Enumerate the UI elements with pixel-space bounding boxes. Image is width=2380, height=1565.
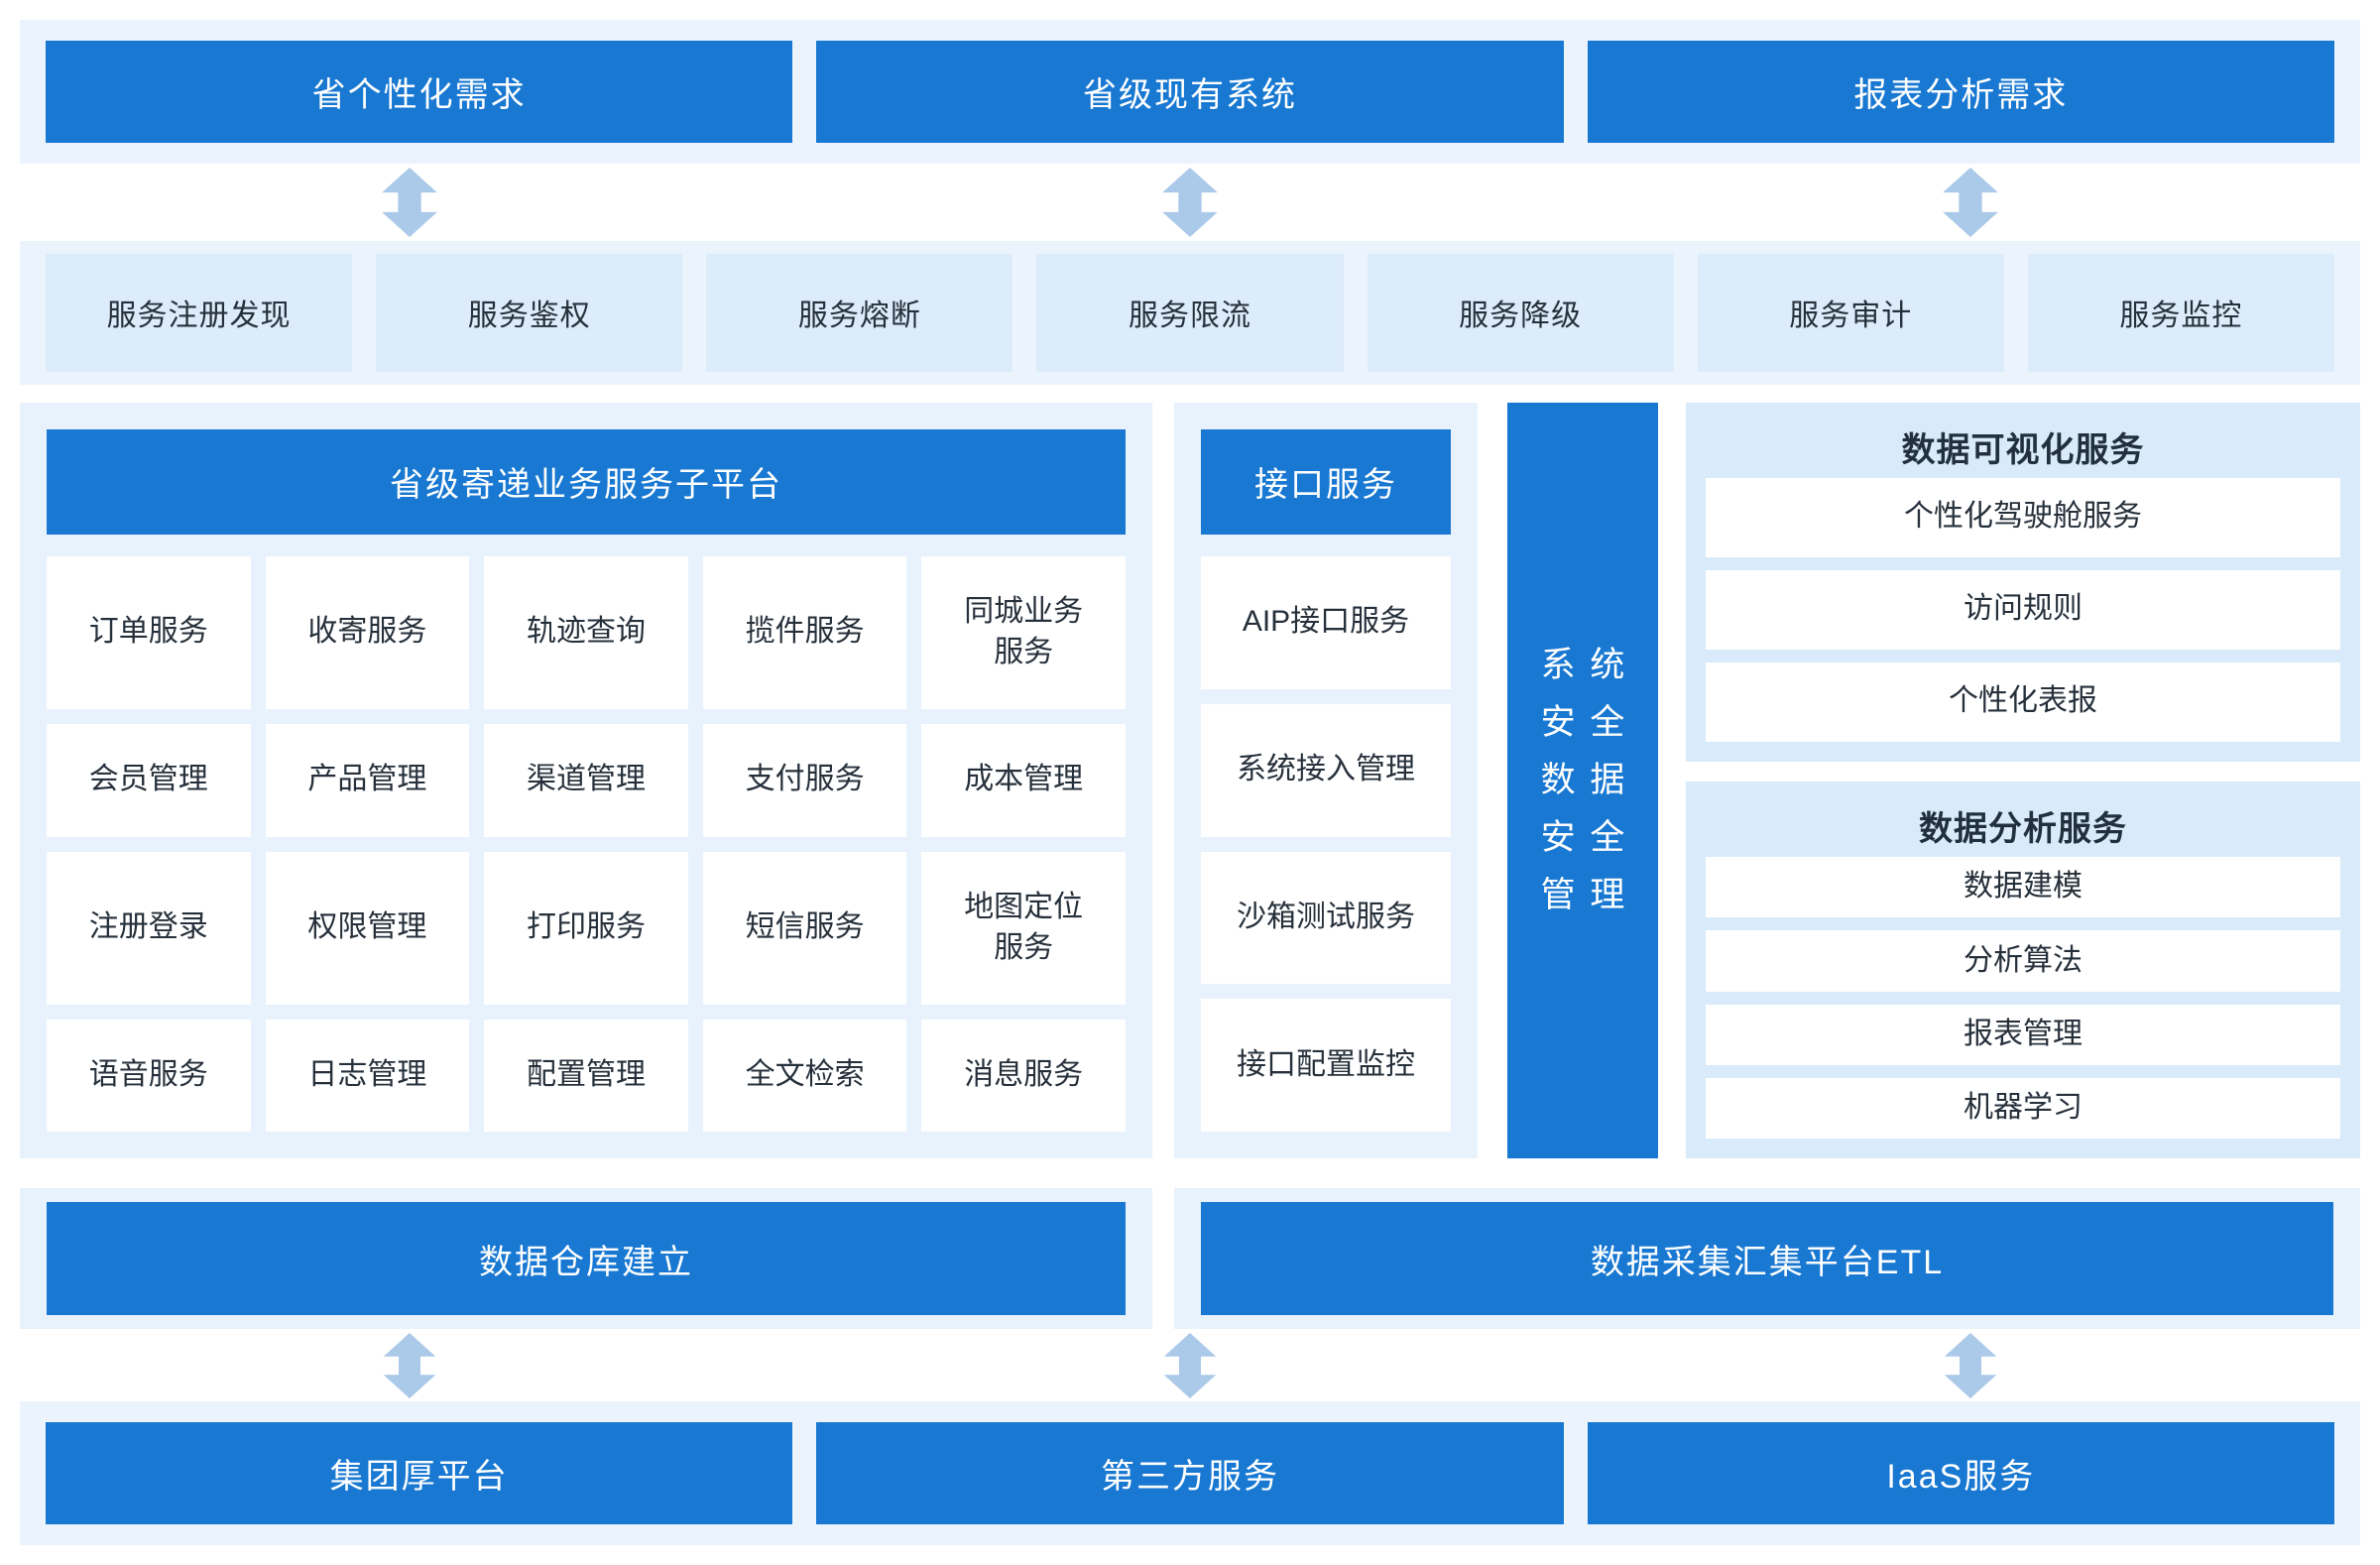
interface-service-box: 接口配置监控 bbox=[1201, 999, 1451, 1133]
analysis-service-list: 数据建模 分析算法 报表管理 机器学习 bbox=[1706, 856, 2340, 1140]
interface-service-box: 系统接入管理 bbox=[1201, 703, 1451, 837]
requirement-box: 省级现有系统 bbox=[816, 41, 1564, 143]
analysis-service-box: 分析算法 bbox=[1706, 930, 2340, 992]
platform-service-box: 会员管理 bbox=[47, 723, 251, 837]
platform-service-box: 打印服务 bbox=[484, 851, 688, 1005]
requirement-box: 省个性化需求 bbox=[46, 41, 793, 143]
double-arrow-icon bbox=[1942, 167, 1998, 237]
platform-service-box: 日志管理 bbox=[265, 1019, 470, 1133]
top-requirements-band: 省个性化需求 省级现有系统 报表分析需求 bbox=[20, 20, 2360, 164]
platform-service-box: 地图定位服务 bbox=[921, 851, 1126, 1005]
arrow-row-bottom bbox=[20, 1329, 2360, 1401]
arrow-cell bbox=[20, 1329, 800, 1401]
visualization-service-box: 个性化表报 bbox=[1706, 662, 2340, 742]
governance-service-box: 服务注册发现 bbox=[46, 253, 353, 372]
data-analysis-panel: 数据分析服务 数据建模 分析算法 报表管理 机器学习 bbox=[1686, 781, 2360, 1159]
platform-service-box: 语音服务 bbox=[47, 1019, 251, 1133]
main-section: 省级寄递业务服务子平台 订单服务 收寄服务 轨迹查询 揽件服务 同城业务服务 会… bbox=[20, 402, 2360, 1159]
security-management-bar: 系统 安全 数据 安全 管理 bbox=[1507, 402, 1658, 1159]
visualization-service-list: 个性化驾驶舱服务 访问规则 个性化表报 bbox=[1706, 477, 2340, 742]
analysis-service-box: 报表管理 bbox=[1706, 1004, 2340, 1065]
platform-service-box: 渠道管理 bbox=[484, 723, 688, 837]
warehouse-band: 数据仓库建立 bbox=[20, 1188, 1152, 1330]
delivery-platform-header: 省级寄递业务服务子平台 bbox=[47, 428, 1126, 535]
interface-service-panel: 接口服务 AIP接口服务 系统接入管理 沙箱测试服务 接口配置监控 bbox=[1174, 402, 1478, 1159]
data-visualization-title: 数据可视化服务 bbox=[1901, 431, 2145, 470]
platform-service-box: 订单服务 bbox=[47, 555, 251, 709]
platform-service-box: 配置管理 bbox=[484, 1019, 688, 1133]
data-visualization-panel: 数据可视化服务 个性化驾驶舱服务 访问规则 个性化表报 bbox=[1686, 402, 2360, 762]
interface-service-list: AIP接口服务 系统接入管理 沙箱测试服务 接口配置监控 bbox=[1201, 555, 1451, 1133]
infrastructure-box: 集团厚平台 bbox=[46, 1422, 793, 1524]
data-services-column: 数据可视化服务 个性化驾驶舱服务 访问规则 个性化表报 数据分析服务 数据建模 … bbox=[1686, 402, 2360, 1159]
analysis-service-box: 机器学习 bbox=[1706, 1077, 2340, 1140]
interface-service-box: 沙箱测试服务 bbox=[1201, 851, 1451, 985]
interface-service-header: 接口服务 bbox=[1201, 428, 1451, 535]
security-bar-line: 系统 bbox=[1540, 646, 1640, 684]
requirement-box: 报表分析需求 bbox=[1587, 41, 2334, 143]
platform-service-box: 支付服务 bbox=[702, 723, 907, 837]
double-arrow-icon bbox=[1162, 167, 1218, 237]
etl-band: 数据采集汇集平台ETL bbox=[1174, 1188, 2360, 1330]
infrastructure-box: IaaS服务 bbox=[1587, 1422, 2334, 1524]
platform-service-box: 全文检索 bbox=[702, 1019, 907, 1133]
governance-service-box: 服务鉴权 bbox=[376, 253, 683, 372]
security-bar-line: 管理 bbox=[1540, 876, 1640, 914]
platform-service-box: 权限管理 bbox=[265, 851, 470, 1005]
platform-service-box: 短信服务 bbox=[702, 851, 907, 1005]
data-bars-row: 数据仓库建立 数据采集汇集平台ETL bbox=[20, 1188, 2360, 1330]
analysis-service-box: 数据建模 bbox=[1706, 856, 2340, 918]
double-arrow-icon bbox=[384, 1332, 436, 1398]
etl-platform-bar: 数据采集汇集平台ETL bbox=[1201, 1202, 2333, 1316]
arrow-row-top bbox=[20, 164, 2360, 241]
security-bar-line: 安全 bbox=[1540, 703, 1640, 742]
platform-service-box: 收寄服务 bbox=[265, 555, 470, 709]
visualization-service-box: 访问规则 bbox=[1706, 569, 2340, 650]
platform-service-box: 同城业务服务 bbox=[921, 555, 1126, 709]
infrastructure-band: 集团厚平台 第三方服务 IaaS服务 bbox=[20, 1401, 2360, 1545]
governance-service-box: 服务审计 bbox=[1697, 253, 2004, 372]
governance-service-box: 服务熔断 bbox=[706, 253, 1013, 372]
double-arrow-icon bbox=[1944, 1332, 1996, 1398]
platform-service-grid: 订单服务 收寄服务 轨迹查询 揽件服务 同城业务服务 会员管理 产品管理 渠道管… bbox=[47, 555, 1126, 1133]
platform-service-box: 产品管理 bbox=[265, 723, 470, 837]
security-bar-line: 数据 bbox=[1540, 761, 1640, 799]
governance-service-box: 服务降级 bbox=[1367, 253, 1674, 372]
service-governance-band: 服务注册发现 服务鉴权 服务熔断 服务限流 服务降级 服务审计 服务监控 bbox=[20, 240, 2360, 385]
visualization-service-box: 个性化驾驶舱服务 bbox=[1706, 477, 2340, 557]
arrow-cell bbox=[1580, 164, 2360, 241]
security-bar-line: 安全 bbox=[1540, 818, 1640, 857]
governance-service-box: 服务监控 bbox=[2027, 253, 2334, 372]
delivery-platform-panel: 省级寄递业务服务子平台 订单服务 收寄服务 轨迹查询 揽件服务 同城业务服务 会… bbox=[20, 402, 1152, 1159]
arrow-cell bbox=[20, 164, 800, 241]
data-warehouse-bar: 数据仓库建立 bbox=[47, 1202, 1126, 1316]
arrow-cell bbox=[800, 1329, 1581, 1401]
arrow-cell bbox=[800, 164, 1581, 241]
interface-service-box: AIP接口服务 bbox=[1201, 555, 1451, 689]
platform-service-box: 轨迹查询 bbox=[484, 555, 688, 709]
data-analysis-title: 数据分析服务 bbox=[1919, 810, 2127, 849]
platform-service-box: 成本管理 bbox=[921, 723, 1126, 837]
double-arrow-icon bbox=[382, 167, 438, 237]
arrow-cell bbox=[1580, 1329, 2360, 1401]
infrastructure-box: 第三方服务 bbox=[816, 1422, 1564, 1524]
platform-service-box: 揽件服务 bbox=[702, 555, 907, 709]
double-arrow-icon bbox=[1163, 1332, 1217, 1398]
platform-service-box: 消息服务 bbox=[921, 1019, 1126, 1133]
platform-service-box: 注册登录 bbox=[47, 851, 251, 1005]
governance-service-box: 服务限流 bbox=[1036, 253, 1344, 372]
